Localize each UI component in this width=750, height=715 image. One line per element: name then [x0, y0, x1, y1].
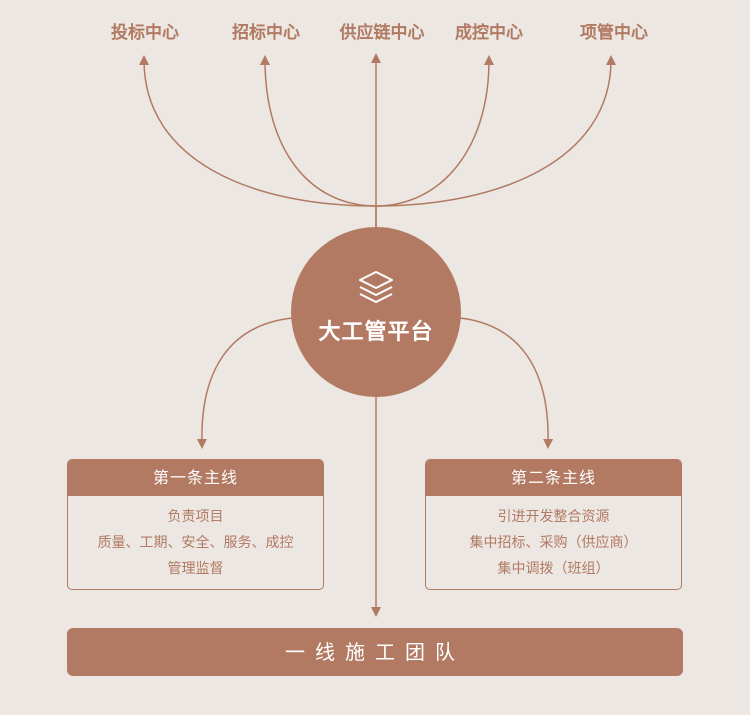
first-line-item: 负责项目 — [167, 509, 224, 525]
center-label-tendering: 招标中心 — [232, 23, 300, 43]
second-line-body: 引进开发整合资源 集中招标、采购（供应商） 集中调拨（班组） — [426, 496, 681, 582]
first-line-header: 第一条主线 — [68, 460, 323, 496]
connector-to-second-line — [459, 317, 554, 449]
hub-title: 大工管平台 — [318, 320, 434, 345]
connector-to-cost-control-center — [375, 55, 494, 207]
center-label-cost-control: 成控中心 — [455, 23, 523, 43]
second-line-header: 第二条主线 — [426, 460, 681, 496]
center-label-supply-chain: 供应链中心 — [339, 23, 425, 43]
center-label-project-mgmt: 项管中心 — [580, 23, 648, 43]
connector-to-first-line — [196, 317, 293, 449]
first-line-item: 管理监督 — [167, 561, 224, 577]
frontline-team-bar: 一线施工团队 — [67, 628, 683, 676]
connector-to-tendering-center — [260, 55, 377, 207]
first-line-box: 第一条主线 负责项目 质量、工期、安全、服务、成控 管理监督 — [67, 459, 324, 590]
second-line-item: 集中调拨（班组） — [497, 561, 610, 577]
second-line-item: 集中招标、采购（供应商） — [469, 535, 638, 551]
first-line-body: 负责项目 质量、工期、安全、服务、成控 管理监督 — [68, 496, 323, 582]
hub-platform: 大工管平台 — [291, 227, 461, 397]
connector-to-project-mgmt-center — [375, 55, 616, 207]
second-line-item: 引进开发整合资源 — [497, 509, 610, 525]
connector-to-bidding-center — [139, 55, 377, 228]
first-line-item: 质量、工期、安全、服务、成控 — [97, 535, 294, 551]
center-label-bidding: 投标中心 — [111, 23, 179, 43]
second-line-box: 第二条主线 引进开发整合资源 集中招标、采购（供应商） 集中调拨（班组） — [425, 459, 682, 590]
layers-icon — [359, 271, 393, 303]
